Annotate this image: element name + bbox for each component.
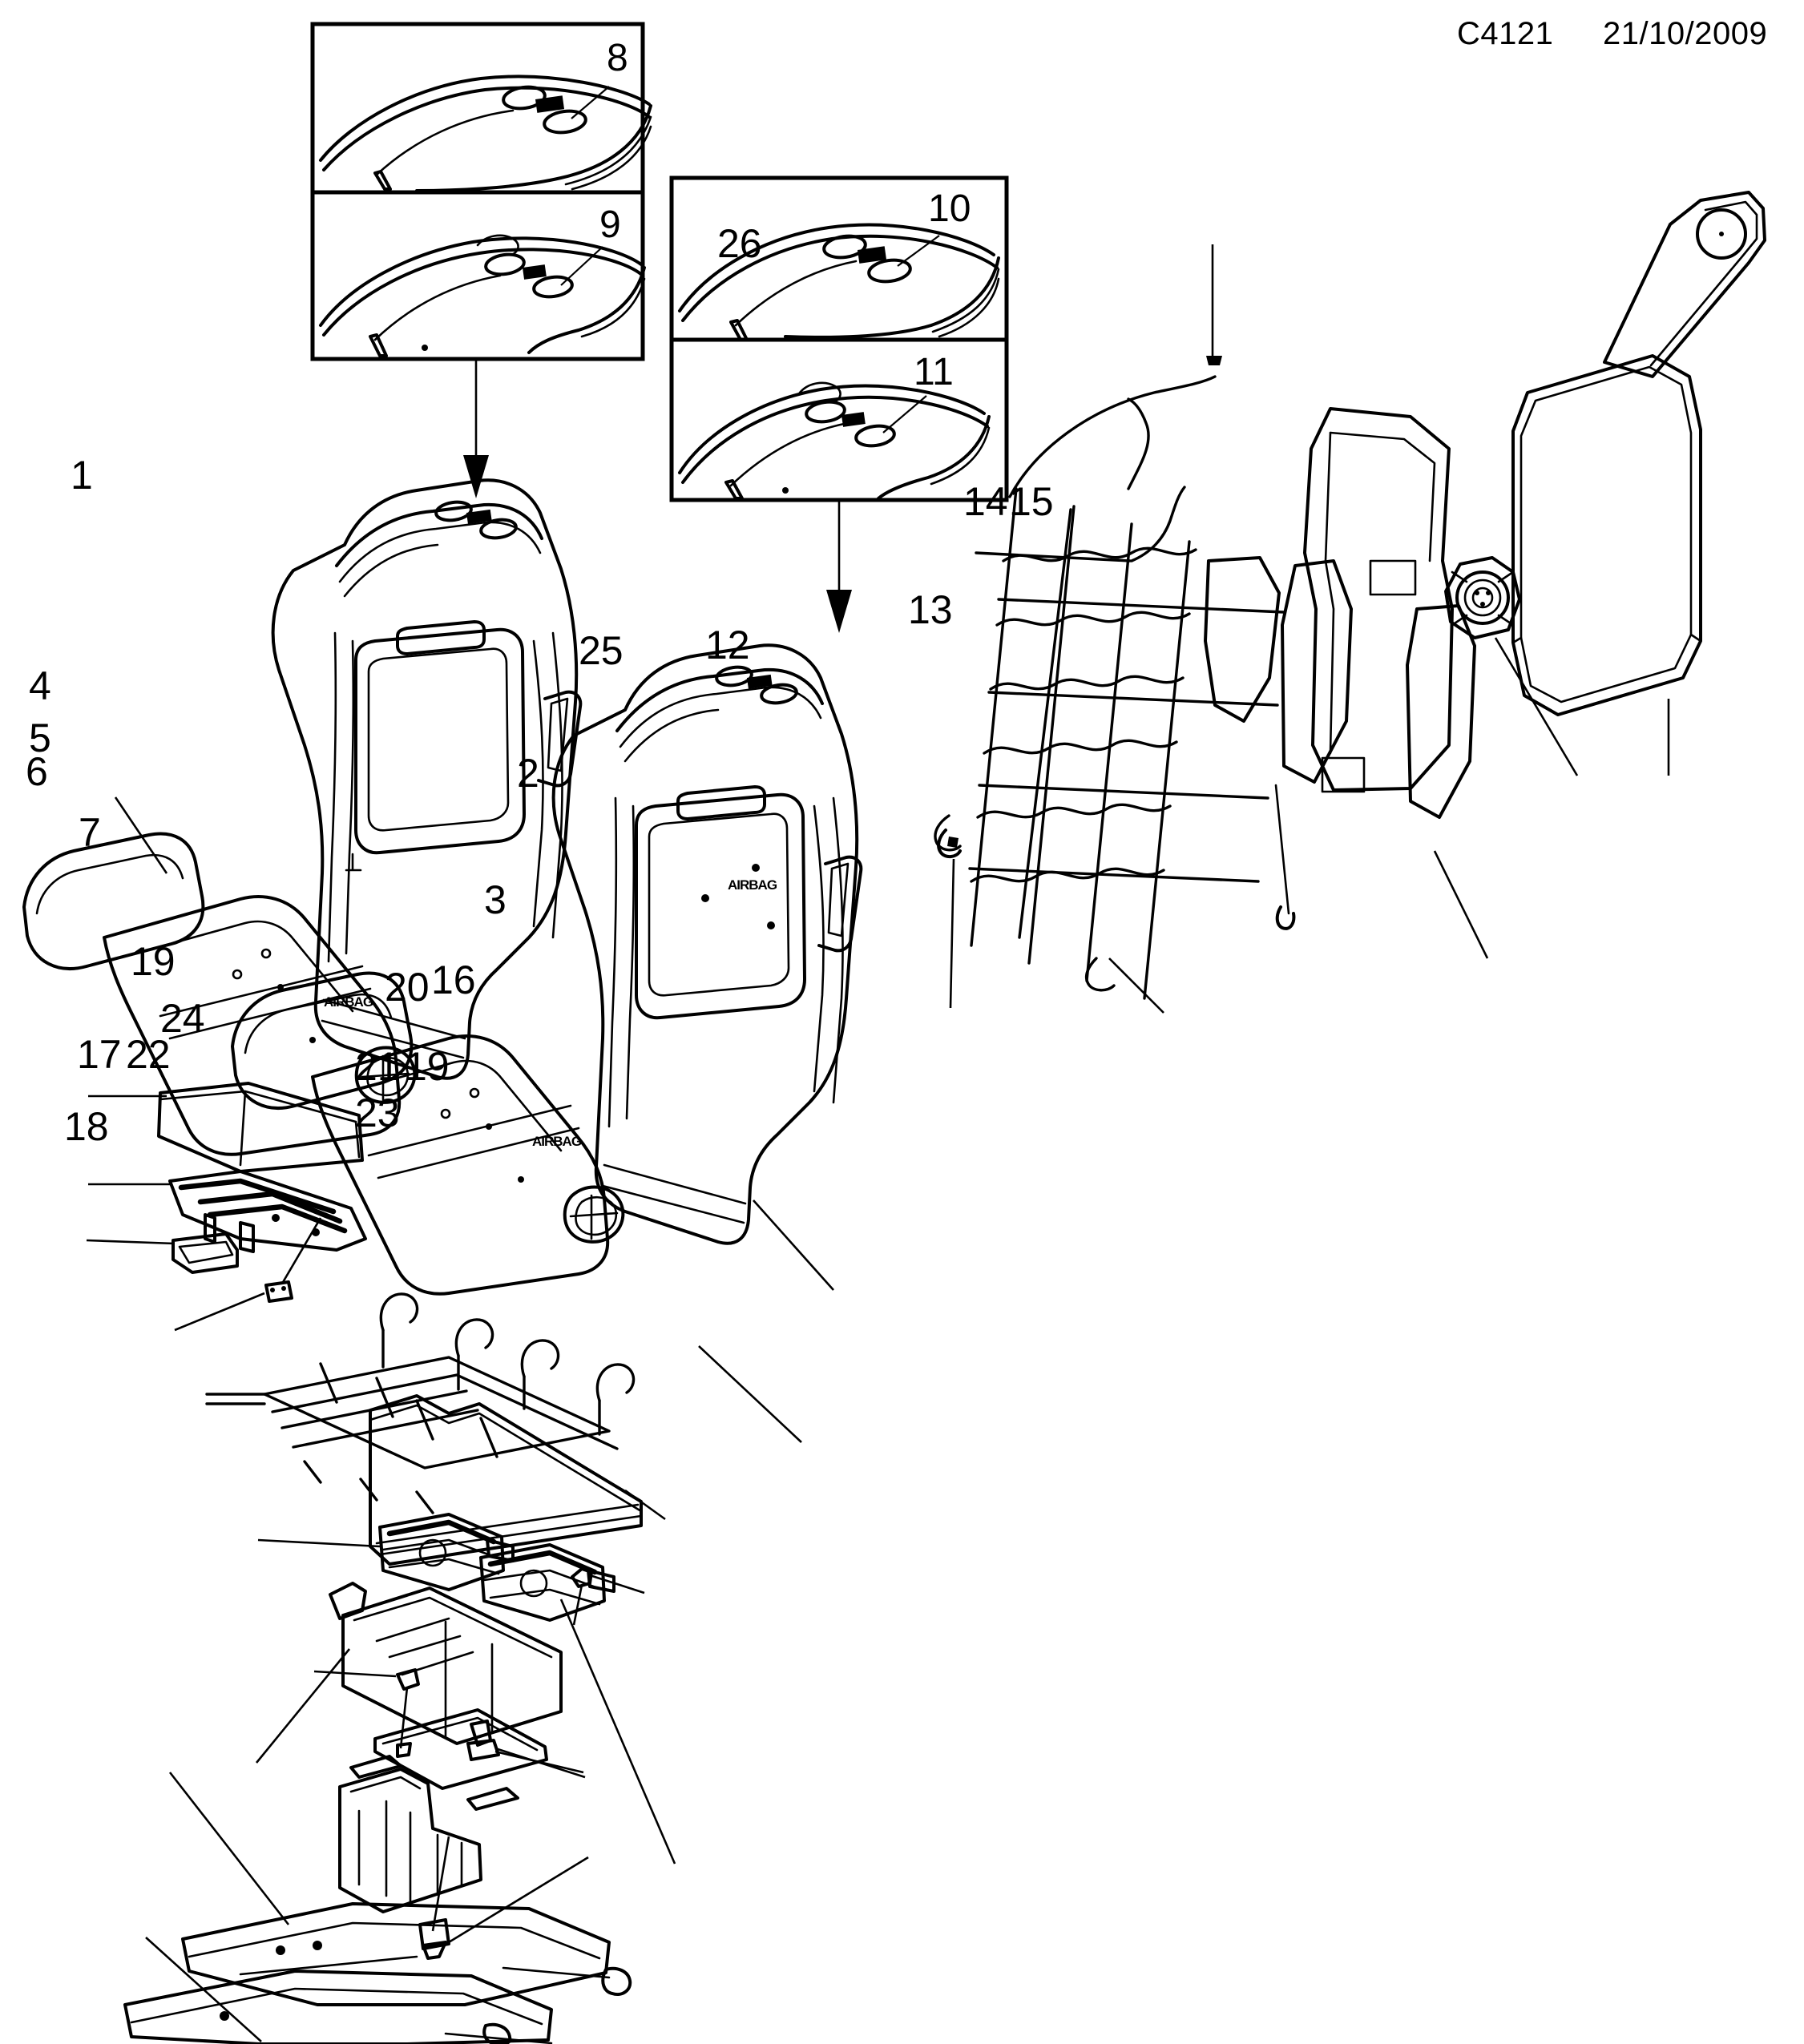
callout-1: 1 xyxy=(71,453,93,498)
leader-lines xyxy=(86,637,1670,2042)
inset-label-8: 8 xyxy=(607,37,628,79)
part-7-clip xyxy=(264,1280,293,1303)
inset-box-11: 11 xyxy=(669,337,1009,502)
callout-18: 18 xyxy=(64,1104,109,1149)
part-26-clip xyxy=(1206,244,1222,365)
callout-19-upper: 19 xyxy=(131,939,176,984)
drawing-date: 21/10/2009 xyxy=(1603,16,1768,51)
callout-26: 26 xyxy=(717,221,762,266)
callout-7: 7 xyxy=(79,810,101,855)
inset-label-10: 10 xyxy=(928,187,971,230)
callout-17: 17 xyxy=(77,1032,122,1077)
part-4-cushion-pad xyxy=(157,1082,364,1173)
callout-3: 3 xyxy=(484,877,506,922)
airbag-marking-backrest: AIRBAG xyxy=(728,877,777,893)
part-23-screw xyxy=(418,1836,450,1960)
inset-label-11: 11 xyxy=(914,351,954,393)
callout-23: 23 xyxy=(355,1091,400,1135)
callout-6: 6 xyxy=(26,749,48,794)
part-rail-plate xyxy=(349,1708,548,1811)
callout-16: 16 xyxy=(431,957,476,1002)
callout-21: 21 xyxy=(355,1044,400,1089)
callout-19-lower: 19 xyxy=(405,1044,450,1089)
callout-24: 24 xyxy=(160,996,205,1041)
callout-15: 15 xyxy=(1009,479,1054,524)
callout-12: 12 xyxy=(705,623,750,667)
inset-label-9: 9 xyxy=(599,204,621,246)
callout-2: 2 xyxy=(517,751,539,796)
callout-22: 22 xyxy=(126,1032,171,1077)
part-25-hook xyxy=(937,828,962,858)
part-24-screw xyxy=(396,1668,420,1758)
inset-8-9-to-seat-arrow xyxy=(463,359,489,498)
callout-25: 25 xyxy=(579,628,624,673)
part-17-cover-panel xyxy=(181,1902,632,2006)
part-22-lower-frame xyxy=(338,1768,482,1913)
airbag-marking-cushion-right: AIRBAG xyxy=(532,1134,582,1149)
inset-box-8: 8 xyxy=(310,22,652,195)
callout-5: 5 xyxy=(29,716,51,760)
part-3-spring-set xyxy=(205,1292,636,1514)
part-14-recliner-adjuster xyxy=(1444,556,1521,639)
callout-14: 14 xyxy=(963,479,1008,524)
part-6-trim-cover xyxy=(172,1232,239,1274)
callout-13: 13 xyxy=(908,587,953,632)
callout-20: 20 xyxy=(385,965,430,1010)
inset-10-11-to-seat-arrow xyxy=(826,500,852,633)
drawing-code: C4121 xyxy=(1457,16,1554,51)
part-19-motor-lower xyxy=(479,1543,615,1622)
inset-box-10: 10 xyxy=(669,175,1009,342)
part-15-backrest-cover xyxy=(1511,191,1766,716)
inset-box-9: 9 xyxy=(310,190,646,361)
seat-backrest-right: AIRBAG xyxy=(551,643,863,1245)
callout-4: 4 xyxy=(29,663,51,708)
part-12-suspension-mat xyxy=(934,375,1285,1000)
seat-cushion-frame-right: AIRBAG xyxy=(231,971,625,1296)
seat-backrest-left xyxy=(271,478,583,1080)
part-18-cover-panel xyxy=(123,1969,553,2044)
part-5-frame-plate xyxy=(168,1170,367,1253)
part-13-backrest-trim xyxy=(1204,407,1476,930)
part-22-bracket xyxy=(329,1582,563,1745)
part-20-bolt xyxy=(571,1567,593,1626)
